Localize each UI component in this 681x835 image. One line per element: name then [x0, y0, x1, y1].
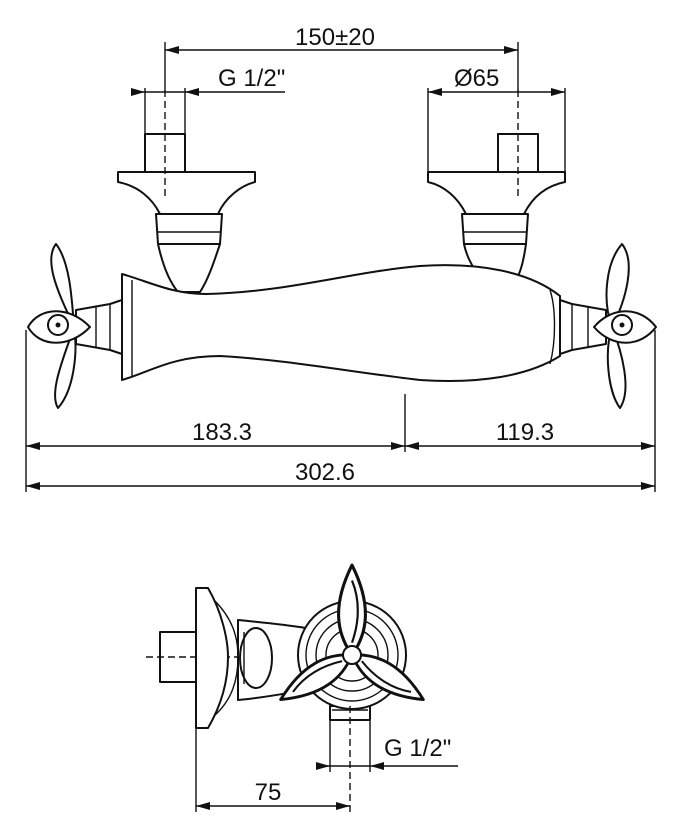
dim-right-label: 119.3 — [496, 419, 554, 446]
dim-thread-side: G 1/2" — [316, 720, 458, 772]
left-neck — [157, 243, 221, 293]
left-handle — [27, 243, 123, 409]
dim-centers-label: 150±20 — [295, 24, 375, 51]
dim-centers: 150±20 — [164, 24, 519, 92]
dim-bottom: 183.3 119.3 302.6 — [25, 330, 656, 492]
side-cross-handle — [272, 563, 432, 712]
dim-left-label: 183.3 — [192, 419, 252, 446]
dim-total-label: 302.6 — [295, 459, 355, 486]
dim-diameter: Ø65 — [427, 65, 566, 172]
side-view: G 1/2" 75 — [146, 563, 458, 812]
left-inlet-connection — [117, 133, 256, 245]
right-handle — [559, 243, 657, 409]
side-nut — [239, 627, 273, 689]
dim-diameter-label: Ø65 — [454, 65, 499, 92]
dim-thread-front-label: G 1/2" — [218, 65, 285, 92]
dim-thread-front: G 1/2" — [131, 65, 285, 168]
right-inlet-connection — [427, 133, 566, 245]
front-view: 150±20 G 1/2" Ø65 — [25, 24, 657, 492]
dim-depth: 75 — [195, 728, 350, 812]
mixer-body — [121, 264, 561, 382]
dim-depth-label: 75 — [255, 779, 282, 806]
side-flange — [195, 587, 229, 729]
dim-thread-side-label: G 1/2" — [384, 735, 451, 762]
